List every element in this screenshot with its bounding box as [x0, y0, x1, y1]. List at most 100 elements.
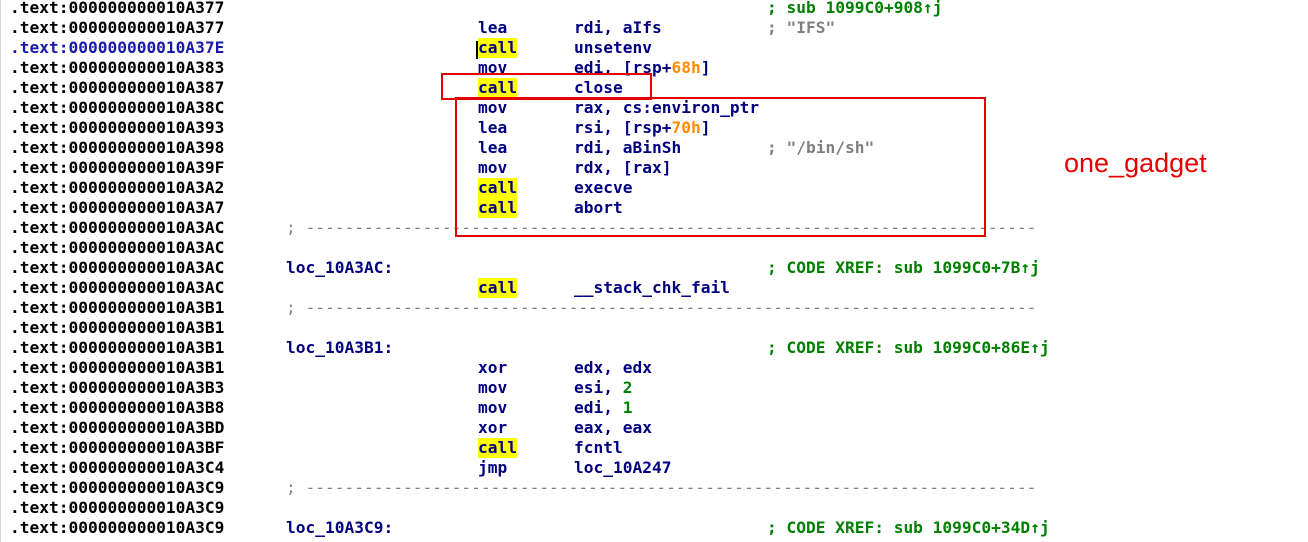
- listing-line[interactable]: .text:000000000010A3B1; ----------------…: [1, 298, 1308, 318]
- instruction-mnemonic[interactable]: mov: [478, 398, 508, 417]
- line-address[interactable]: .text:000000000010A3AC: [10, 258, 225, 277]
- instruction-operands[interactable]: rdi, aBinSh: [574, 138, 681, 158]
- immediate-value: 70h: [671, 118, 701, 137]
- line-address[interactable]: .text:000000000010A3C9: [10, 498, 225, 517]
- line-address[interactable]: .text:000000000010A3B8: [10, 398, 225, 417]
- listing-line[interactable]: .text:000000000010A3AC: [1, 238, 1308, 258]
- listing-line[interactable]: .text:000000000010A393 lea rsi, [rsp+70h]: [1, 118, 1308, 138]
- xref-comment[interactable]: ; CODE XREF: sub 1099C0+34D↑j: [767, 518, 1050, 537]
- instruction-operands[interactable]: abort: [574, 198, 623, 218]
- instruction-operands[interactable]: rsi, [rsp+70h]: [574, 118, 710, 138]
- instruction-mnemonic[interactable]: jmp: [478, 458, 508, 477]
- line-address[interactable]: .text:000000000010A3B1: [10, 358, 225, 377]
- line-address[interactable]: .text:000000000010A377: [10, 0, 225, 17]
- code-label[interactable]: loc_10A3C9:: [286, 518, 394, 537]
- listing-line[interactable]: .text:000000000010A3A2 call execve: [1, 178, 1308, 198]
- instruction-operands[interactable]: fcntl: [574, 438, 623, 458]
- line-address[interactable]: .text:000000000010A3B1: [10, 338, 225, 357]
- instruction-operands[interactable]: rdi, aIfs: [574, 18, 662, 38]
- line-address[interactable]: .text:000000000010A3A2: [10, 178, 225, 197]
- line-address[interactable]: .text:000000000010A39F: [10, 158, 225, 177]
- line-address[interactable]: .text:000000000010A3AC: [10, 278, 225, 297]
- line-address[interactable]: .text:000000000010A3BF: [10, 438, 225, 457]
- listing-line[interactable]: .text:000000000010A3B1: [1, 318, 1308, 338]
- line-address[interactable]: .text:000000000010A393: [10, 118, 225, 137]
- instruction-mnemonic[interactable]: call: [478, 38, 517, 58]
- line-address[interactable]: .text:000000000010A3AC: [10, 218, 225, 237]
- instruction-mnemonic[interactable]: mov: [478, 58, 508, 77]
- line-address[interactable]: .text:000000000010A3C9: [10, 478, 225, 497]
- listing-line[interactable]: .text:000000000010A38C mov rax, cs:environ…: [1, 98, 1308, 118]
- line-address[interactable]: .text:000000000010A398: [10, 138, 225, 157]
- listing-line[interactable]: .text:000000000010A3AC loc_10A3AC: ; CODE …: [1, 258, 1308, 278]
- listing-line[interactable]: .text:000000000010A3C9 loc_10A3C9: ; CODE …: [1, 518, 1308, 538]
- line-address[interactable]: .text:000000000010A37E: [10, 38, 225, 57]
- line-address[interactable]: .text:000000000010A3AC: [10, 238, 225, 257]
- instruction-mnemonic[interactable]: xor: [478, 358, 508, 377]
- line-address[interactable]: .text:000000000010A383: [10, 58, 225, 77]
- line-address[interactable]: .text:000000000010A3B3: [10, 378, 225, 397]
- listing-line[interactable]: .text:000000000010A3BF call fcntl: [1, 438, 1308, 458]
- line-address[interactable]: .text:000000000010A38C: [10, 98, 225, 117]
- instruction-operands[interactable]: edx, edx: [574, 358, 652, 378]
- listing-line[interactable]: .text:000000000010A3A7 call abort: [1, 198, 1308, 218]
- listing-line[interactable]: .text:000000000010A3AC call __stack_chk_fa…: [1, 278, 1308, 298]
- instruction-mnemonic[interactable]: lea: [478, 138, 508, 157]
- instruction-operands[interactable]: loc_10A247: [574, 458, 671, 478]
- line-address[interactable]: .text:000000000010A387: [10, 78, 225, 97]
- xref-comment[interactable]: ; CODE XREF: sub 1099C0+86E↑j: [767, 338, 1050, 357]
- operand-text: rdi, aIfs: [574, 18, 662, 37]
- listing-line[interactable]: .text:000000000010A3BD xor eax, eax: [1, 418, 1308, 438]
- listing-line[interactable]: .text:000000000010A3B1 loc_10A3B1: ; CODE …: [1, 338, 1308, 358]
- listing-line[interactable]: .text:000000000010A3B3 mov esi, 2: [1, 378, 1308, 398]
- listing-line[interactable]: .text:000000000010A3C4 jmp loc_10A247: [1, 458, 1308, 478]
- line-address[interactable]: .text:000000000010A3C9: [10, 518, 225, 537]
- instruction-operands[interactable]: edi, [rsp+68h]: [574, 58, 710, 78]
- instruction-operands[interactable]: esi, 2: [574, 378, 632, 398]
- listing-line[interactable]: .text:000000000010A377; sub 1099C0+908↑j: [1, 0, 1308, 18]
- listing-line[interactable]: .text:000000000010A3C9: [1, 498, 1308, 518]
- instruction-mnemonic[interactable]: mov: [478, 98, 508, 117]
- listing-line[interactable]: .text:000000000010A387 call close: [1, 78, 1308, 98]
- listing-line[interactable]: .text:000000000010A3B1 xor edx, edx: [1, 358, 1308, 378]
- operand-text: edi, [rsp+: [574, 58, 672, 77]
- line-address[interactable]: .text:000000000010A3C4: [10, 458, 225, 477]
- instruction-mnemonic[interactable]: mov: [478, 378, 508, 397]
- line-address[interactable]: .text:000000000010A3B1: [10, 318, 225, 337]
- instruction-mnemonic[interactable]: lea: [478, 18, 508, 37]
- instruction-mnemonic[interactable]: call: [478, 78, 517, 98]
- instruction-mnemonic[interactable]: call: [478, 438, 517, 458]
- xref-comment[interactable]: ; CODE XREF: sub 1099C0+7B↑j: [767, 258, 1040, 277]
- line-address[interactable]: .text:000000000010A3B1: [10, 298, 225, 317]
- code-label[interactable]: loc_10A3AC:: [286, 258, 394, 277]
- code-label[interactable]: loc_10A3B1:: [286, 338, 394, 357]
- instruction-operands[interactable]: close: [574, 78, 623, 98]
- instruction-mnemonic[interactable]: mov: [478, 158, 508, 177]
- line-address[interactable]: .text:000000000010A3A7: [10, 198, 225, 217]
- instruction-operands[interactable]: eax, eax: [574, 418, 652, 438]
- listing-line[interactable]: .text:000000000010A37E call unsetenv: [1, 38, 1308, 58]
- listing-line[interactable]: .text:000000000010A3AC; ----------------…: [1, 218, 1308, 238]
- instruction-operands[interactable]: unsetenv: [574, 38, 652, 58]
- instruction-mnemonic[interactable]: lea: [478, 118, 508, 137]
- instruction-operands[interactable]: rdx, [rax]: [574, 158, 671, 178]
- line-address[interactable]: .text:000000000010A3BD: [10, 418, 225, 437]
- operand-text: rsi, [rsp+: [574, 118, 672, 137]
- instruction-operands[interactable]: rax, cs:environ_ptr: [574, 98, 759, 118]
- instruction-mnemonic[interactable]: xor: [478, 418, 508, 437]
- instruction-mnemonic[interactable]: call: [478, 178, 517, 198]
- instruction-mnemonic[interactable]: call: [478, 198, 517, 218]
- listing-line[interactable]: .text:000000000010A3C9 ; ----------------…: [1, 478, 1308, 498]
- instruction-operands[interactable]: __stack_chk_fail: [574, 278, 730, 298]
- instruction-operands[interactable]: execve: [574, 178, 632, 198]
- listing-line[interactable]: .text:000000000010A3B8 mov edi, 1: [1, 398, 1308, 418]
- line-address[interactable]: .text:000000000010A377: [10, 18, 225, 37]
- section-separator: ; --------------------------------------…: [286, 478, 1037, 497]
- instruction-mnemonic[interactable]: call: [478, 278, 517, 298]
- listing-line[interactable]: .text:000000000010A383 mov edi, [rsp+68h]: [1, 58, 1308, 78]
- instruction-operands[interactable]: edi, 1: [574, 398, 632, 418]
- listing-line[interactable]: .text:000000000010A39F mov rdx, [rax]: [1, 158, 1308, 178]
